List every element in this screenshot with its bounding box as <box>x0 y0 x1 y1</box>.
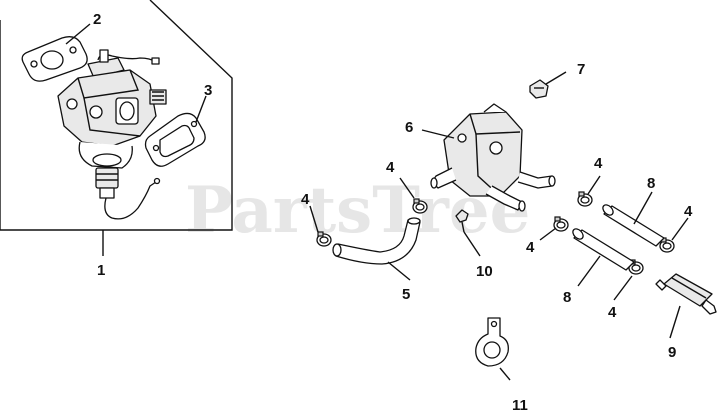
leader-lines <box>65 23 689 381</box>
part-1-carburetor[interactable] <box>57 49 167 220</box>
part-5-fuel-hose[interactable] <box>332 217 421 265</box>
part-4-clamp-b[interactable] <box>412 198 428 214</box>
callout-6: 6 <box>405 119 413 136</box>
part-8-fuel-line-upper[interactable] <box>601 203 665 247</box>
part-9-fuel-filter[interactable] <box>655 273 717 315</box>
part-4-clamp-a[interactable] <box>316 231 332 247</box>
callout-3: 3 <box>204 82 212 99</box>
assembly-bracket <box>0 0 233 231</box>
part-2-gasket[interactable] <box>21 36 88 82</box>
callout-8-upper: 8 <box>647 175 655 192</box>
callout-2: 2 <box>93 11 101 28</box>
part-4-clamp-d[interactable] <box>553 216 569 232</box>
callout-7: 7 <box>577 61 585 78</box>
part-6-fuel-pump[interactable] <box>430 103 556 212</box>
part-8-fuel-line-lower[interactable] <box>571 227 635 271</box>
callout-9: 9 <box>668 344 676 361</box>
callout-10: 10 <box>476 263 493 280</box>
part-11-bracket[interactable] <box>475 317 509 367</box>
part-10-screw[interactable] <box>455 209 469 233</box>
callout-4-d: 4 <box>526 239 535 256</box>
part-3-gasket[interactable] <box>144 112 206 167</box>
callout-1: 1 <box>97 262 105 279</box>
callout-4-f: 4 <box>608 304 617 321</box>
callouts: 2 3 1 4 4 5 6 7 10 4 8 4 4 8 4 9 11 <box>93 11 693 414</box>
callout-4-b: 4 <box>386 159 395 176</box>
callout-4-a: 4 <box>301 191 310 208</box>
callout-8-lower: 8 <box>563 289 571 306</box>
callout-4-c: 4 <box>594 155 603 172</box>
part-4-clamp-e[interactable] <box>659 237 675 253</box>
part-4-clamp-c[interactable] <box>577 191 593 207</box>
callout-5: 5 <box>402 286 410 303</box>
part-4-clamp-f[interactable] <box>628 259 644 275</box>
callout-4-e: 4 <box>684 203 693 220</box>
callout-11: 11 <box>512 397 528 414</box>
part-7-clip[interactable] <box>529 79 549 99</box>
